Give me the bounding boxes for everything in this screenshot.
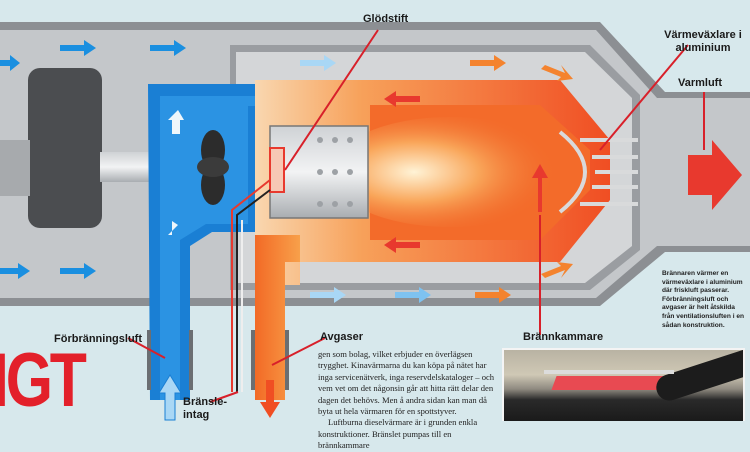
label-glow-plug: Glödstift [363, 13, 409, 25]
fan-motor [28, 68, 102, 228]
air-inlet-arrow-icon [158, 374, 182, 421]
label-fuel-intake: Bränsle-intag [183, 396, 228, 421]
flame [330, 117, 570, 227]
label-combustion-chamber: Brännkammare [523, 331, 604, 343]
exhaust-outlet-arrow-icon [260, 380, 280, 418]
article-text: gen som bolag, vilket erbjuder en överlä… [318, 349, 498, 452]
heat-exchanger-fins [558, 130, 638, 214]
air-flow-arrows [0, 40, 186, 279]
headline-fragment: IGT [0, 338, 87, 423]
label-exhaust: Avgaser [320, 331, 364, 343]
fuel-lines [231, 179, 271, 392]
exhaust-pipe [255, 235, 300, 400]
label-combustion-air: Förbränningsluft [54, 333, 142, 345]
article-paragraph: gen som bolag, vilket erbjuder en överlä… [318, 349, 495, 417]
heater-diagram [0, 22, 750, 421]
combustion-fan-icon [197, 130, 229, 205]
label-heat-exchanger: Värmeväxlare i aluminium [664, 29, 742, 54]
side-caption: Brännaren värmer en värmeväxlare i alumi… [662, 270, 745, 329]
warm-air-arrow-icon [688, 140, 742, 210]
label-warm-air: Varmluft [678, 77, 723, 89]
article-paragraph: Luftburna dieselvärmare är i grunden enk… [318, 417, 478, 451]
glow-plug [269, 147, 285, 193]
callout-lines [127, 29, 705, 403]
heater-photo [502, 348, 745, 421]
